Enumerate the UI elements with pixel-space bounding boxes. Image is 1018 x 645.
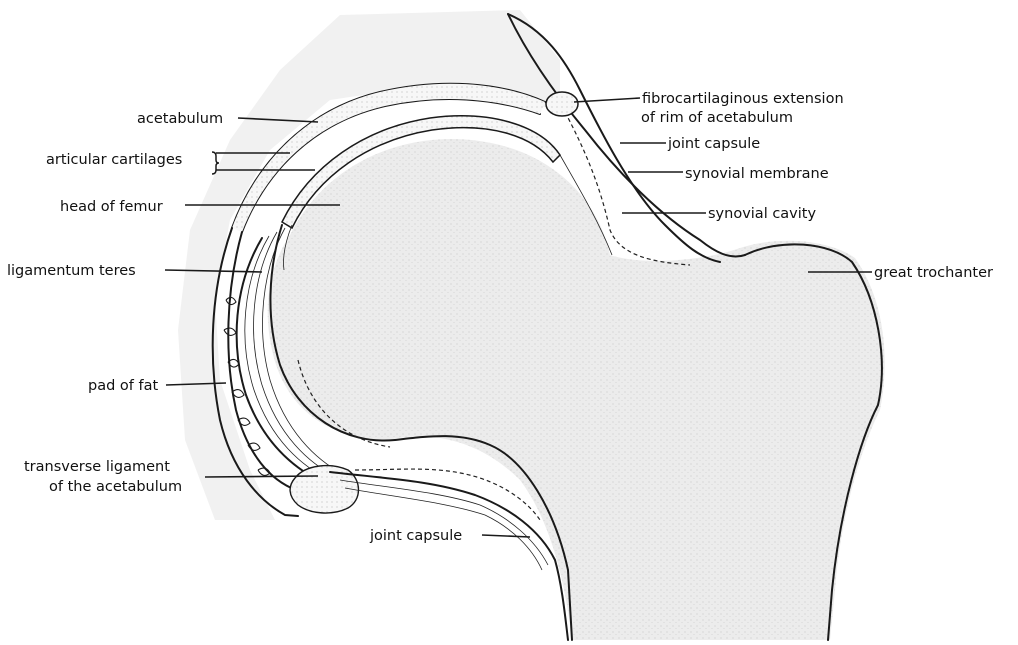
label-head-of-femur: head of femur [60,199,163,215]
transverse-ligament [290,466,358,513]
label-ligamentum-teres: ligamentum teres [7,263,136,279]
label-pad-of-fat: pad of fat [88,378,158,394]
label-fibrocartilaginous-2: of rim of acetabulum [641,110,793,126]
label-joint-capsule-upper: joint capsule [667,136,760,152]
label-synovial-cavity: synovial cavity [708,206,816,222]
label-synovial-membrane: synovial membrane [685,166,829,182]
label-great-trochanter: great trochanter [874,265,993,281]
label-articular-cartilages: articular cartilages [46,152,182,168]
leader-joint-capsule-lower [482,535,530,537]
label-transverse-ligament-2: of the acetabulum [49,479,182,495]
label-transverse-ligament-1: transverse ligament [24,459,170,475]
label-acetabulum: acetabulum [137,111,223,127]
label-joint-capsule-lower: joint capsule [369,528,462,544]
label-fibrocartilaginous-1: fibrocartilaginous extension [642,91,844,107]
leader-transverse-ligament [205,476,318,477]
fibrocartilage-rim [546,92,578,116]
